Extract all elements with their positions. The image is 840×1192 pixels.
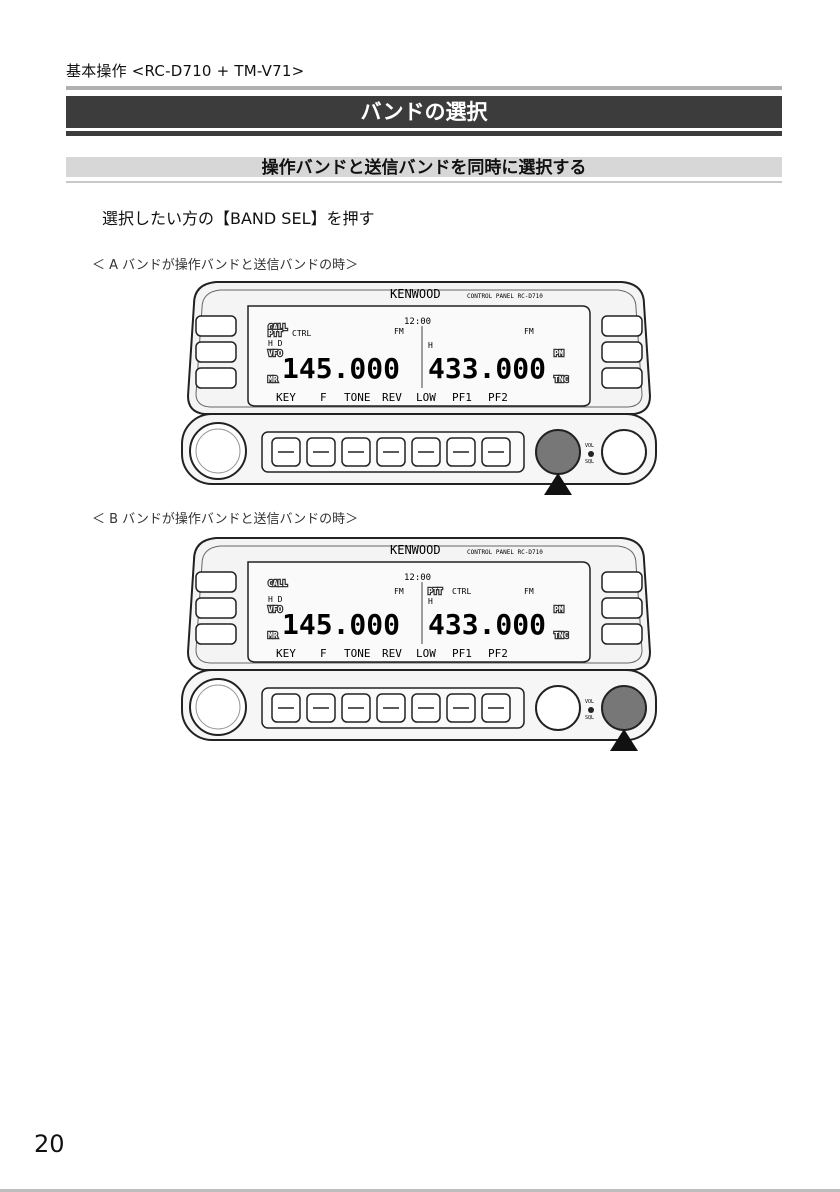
softkey-label: LOW	[416, 391, 436, 404]
left-side-button	[195, 597, 237, 619]
left-side-button	[195, 367, 237, 389]
lcd-icon: TNC	[554, 375, 569, 384]
figure-caption-b: ＜ B バンドが操作バンドと送信バンドの時＞	[92, 512, 359, 527]
sql-label: SQL	[585, 459, 594, 465]
tuning-dial	[189, 678, 247, 736]
lcd-icon: MR	[268, 631, 278, 640]
right-side-button	[601, 571, 643, 593]
softkey-label: PF2	[488, 391, 508, 404]
tuning-dial-ring	[195, 684, 241, 730]
lcd-icon: TNC	[554, 631, 569, 640]
bottom-rule	[0, 1189, 840, 1192]
softkey-label: TONE	[344, 647, 371, 660]
right-side-button	[601, 597, 643, 619]
band-a-power: H D	[268, 595, 283, 604]
title-underline	[66, 131, 782, 136]
softkey-label: REV	[382, 647, 402, 660]
lcd-icon: VFO	[268, 349, 283, 358]
ctrl-indicator: CTRL	[292, 329, 311, 338]
lcd-icon: MR	[268, 375, 278, 384]
ptt-indicator: PTT	[268, 329, 283, 338]
model-label: CONTROL PANEL RC-D710	[467, 549, 543, 556]
band-a-power: H D	[268, 339, 283, 348]
left-side-button	[195, 315, 237, 337]
band-a-frequency: 145.000	[282, 352, 400, 385]
softkey-label: KEY	[276, 391, 296, 404]
softkey-label: PF2	[488, 647, 508, 660]
band-sel-led	[588, 707, 594, 713]
page-title: バンドの選択	[66, 96, 782, 128]
header-rule	[66, 86, 782, 90]
section-underline	[66, 181, 782, 183]
figure-caption-a: ＜ A バンドが操作バンドと送信バンドの時＞	[92, 258, 359, 273]
clock-readout: 12:00	[404, 573, 431, 583]
band-a-mode: FM	[394, 587, 404, 596]
lcd-icon: CALL	[268, 579, 287, 588]
lcd-screen	[247, 561, 591, 663]
lcd-icon: VFO	[268, 605, 283, 614]
left-side-button	[195, 341, 237, 363]
band-b-power: H	[428, 341, 433, 350]
instruction-text: 選択したい方の【BAND SEL】を押す	[102, 209, 375, 228]
vol-label: VOL	[585, 699, 594, 705]
panel-inner-bezel	[195, 289, 643, 408]
right-side-button	[601, 367, 643, 389]
band-b-frequency: 433.000	[428, 608, 546, 641]
vol-label: VOL	[585, 443, 594, 449]
softkey-label: TONE	[344, 391, 371, 404]
band-b-power: H	[428, 597, 433, 606]
brand-logo: KENWOOD	[390, 287, 441, 301]
softkey-label: LOW	[416, 647, 436, 660]
band-b-knob	[601, 685, 647, 731]
tuning-dial-ring	[195, 428, 241, 474]
band-sel-led	[588, 451, 594, 457]
lcd-icon: PM	[554, 349, 564, 358]
lcd-icon: PM	[554, 605, 564, 614]
softkey-label: F	[320, 647, 327, 660]
band-a-knob	[535, 429, 581, 475]
sql-label: SQL	[585, 715, 594, 721]
tuning-dial	[189, 422, 247, 480]
section-heading: 操作バンドと送信バンドを同時に選択する	[66, 157, 782, 178]
left-side-button	[195, 571, 237, 593]
band-a-mode: FM	[394, 327, 404, 336]
right-side-button	[601, 341, 643, 363]
left-side-button	[195, 623, 237, 645]
band-b-knob	[601, 429, 647, 475]
right-side-button	[601, 623, 643, 645]
ctrl-indicator: CTRL	[452, 587, 471, 596]
panel-inner-bezel	[195, 545, 643, 664]
band-a-frequency: 145.000	[282, 608, 400, 641]
running-header: 基本操作 <RC-D710 + TM-V71>	[66, 62, 305, 80]
right-side-button	[601, 315, 643, 337]
brand-logo: KENWOOD	[390, 543, 441, 557]
band-a-knob	[535, 685, 581, 731]
band-b-frequency: 433.000	[428, 352, 546, 385]
clock-readout: 12:00	[404, 317, 431, 327]
softkey-label: REV	[382, 391, 402, 404]
band-b-mode: FM	[524, 327, 534, 336]
pointer-arrow-icon	[544, 473, 572, 495]
lcd-screen	[247, 305, 591, 407]
page-number: 20	[34, 1130, 65, 1158]
lcd-icon: CALL	[268, 323, 287, 332]
band-b-mode: FM	[524, 587, 534, 596]
softkey-label: F	[320, 391, 327, 404]
softkey-label: PF1	[452, 391, 472, 404]
ptt-indicator: PTT	[428, 587, 443, 596]
softkey-label: KEY	[276, 647, 296, 660]
model-label: CONTROL PANEL RC-D710	[467, 293, 543, 300]
pointer-arrow-icon	[610, 729, 638, 751]
softkey-label: PF1	[452, 647, 472, 660]
